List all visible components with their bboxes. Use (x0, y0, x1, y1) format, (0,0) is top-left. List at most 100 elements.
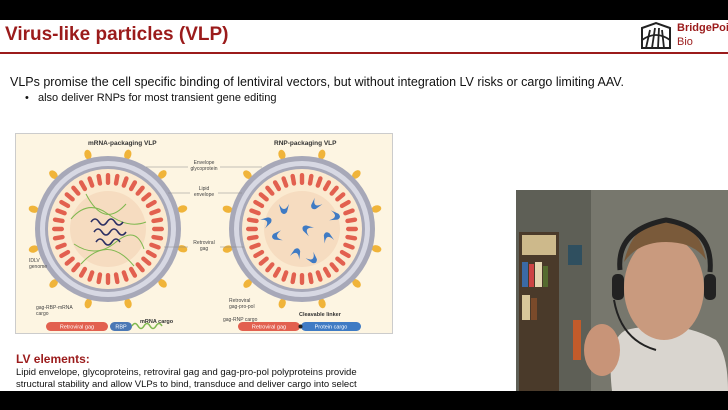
gag-protein (64, 256, 75, 266)
gag-protein (145, 249, 157, 259)
gag-protein (71, 262, 81, 273)
gag-protein (265, 185, 275, 196)
gag-protein (345, 234, 358, 241)
gag-protein (145, 199, 157, 209)
envelope-glycoprotein (177, 205, 188, 213)
gag-protein (55, 208, 67, 216)
envelope-glycoprotein (278, 149, 286, 160)
gag-protein (253, 199, 265, 209)
face (624, 236, 704, 340)
gag-protein (96, 173, 103, 186)
title-underline (0, 52, 728, 54)
gag-protein (335, 256, 346, 266)
mrna-vlp-particle (28, 149, 188, 309)
gag-protein (87, 176, 95, 188)
gag-protein (345, 217, 358, 224)
gag-protein (71, 185, 81, 196)
envelope-glycoprotein (158, 170, 167, 179)
hair (624, 221, 706, 262)
gag-protein (290, 272, 297, 285)
lv-elements-body: Lipid envelope, glycoproteins, retrovira… (16, 367, 357, 390)
label-envelope-2: envelope (194, 192, 215, 198)
gag-protein (55, 242, 67, 250)
gag-protein (265, 262, 275, 273)
rnp-vlp-particle (222, 149, 382, 309)
label-gag: gag (200, 246, 209, 252)
gag-protein (249, 242, 261, 250)
rna-network (70, 193, 147, 267)
gag-protein (253, 249, 265, 259)
envelope-glycoprotein (371, 245, 382, 253)
left-figure-title: mRNA-packaging VLP (88, 140, 157, 147)
gag-protein (113, 173, 120, 186)
gag-protein (281, 176, 289, 188)
gag-protein (52, 234, 65, 241)
gag-protein (121, 270, 129, 282)
rnp-complex (272, 230, 283, 241)
envelope-glycoprotein (28, 245, 39, 253)
gag-protein (141, 256, 152, 266)
presenter-webcam (516, 190, 728, 391)
label-idlv: IDLV (29, 258, 40, 264)
gag-protein (128, 266, 138, 278)
gag-protein (105, 173, 111, 185)
gag-protein (346, 226, 358, 232)
envelope-glycoprotein (222, 205, 233, 213)
mrna-genome (90, 218, 127, 246)
envelope-glycoprotein (28, 205, 39, 213)
envelope-glycoprotein (318, 149, 326, 160)
bullet-text: also deliver RNPs for most transient gen… (38, 92, 277, 104)
gag-protein (149, 242, 161, 250)
gag-protein (272, 266, 282, 278)
gag-protein (135, 185, 145, 196)
rnp-complex (329, 210, 340, 221)
gag-protein (121, 176, 129, 188)
envelope-glycoprotein (278, 298, 286, 309)
gag-protein (329, 262, 339, 273)
gag-protein (105, 273, 111, 285)
legend-protein-cargo: Protein cargo (315, 325, 348, 331)
gag-protein (59, 249, 71, 259)
gag-protein (249, 208, 261, 216)
legend-gag-right: Retroviral gag (252, 325, 286, 331)
envelope-glycoprotein (318, 298, 326, 309)
envelope-glycoprotein (243, 170, 252, 179)
gag-protein (149, 208, 161, 216)
envelope-glycoprotein (49, 170, 58, 179)
legend-cleavable-linker: Cleavable linker (299, 312, 342, 318)
envelope-glycoprotein (352, 279, 361, 288)
envelope-glycoprotein (84, 298, 92, 309)
rnp-complex (289, 248, 301, 260)
label-envelope: Envelope (194, 160, 215, 166)
rnp-complex (311, 197, 323, 210)
gag-protein (343, 242, 355, 250)
label-genome: genome (29, 264, 47, 270)
gag-protein (113, 272, 120, 285)
gag-protein (329, 185, 339, 196)
slide: Virus-like particles (VLP) BridgePoint B… (0, 20, 728, 391)
intro-text: VLPs promise the cell specific binding o… (10, 75, 624, 89)
gag-protein (299, 173, 305, 185)
label-gag-rnp: gag-RNP cargo (223, 317, 258, 323)
label-gag-rbp: gag-RBP-mRNA (36, 305, 73, 311)
label-retroviral: Retroviral (193, 240, 214, 246)
gag-protein (322, 180, 332, 192)
legend-mrna-cargo: mRNA cargo (140, 319, 174, 325)
right-figure-title: RNP-packaging VLP (274, 140, 337, 147)
envelope-glycoprotein (124, 149, 132, 160)
legend-retroviral-gag: Retroviral gag (60, 325, 94, 331)
envelope-glycoprotein (124, 298, 132, 309)
gag-protein (272, 180, 282, 192)
gag-protein (52, 217, 65, 224)
lv-elements-heading: LV elements: (16, 352, 90, 366)
gag-protein (315, 270, 323, 282)
gag-protein (59, 199, 71, 209)
vlp-diagram: mRNA-packaging VLP RNP-packaging VLP (15, 133, 393, 334)
logo-mark-icon (641, 21, 671, 49)
gag-protein (246, 226, 258, 232)
bullet-dot-icon: • (25, 92, 29, 104)
gag-protein (315, 176, 323, 188)
gag-protein (78, 266, 88, 278)
envelope-glycoprotein (222, 245, 233, 253)
bridgepoint-logo: BridgePoint Bio (640, 20, 728, 52)
